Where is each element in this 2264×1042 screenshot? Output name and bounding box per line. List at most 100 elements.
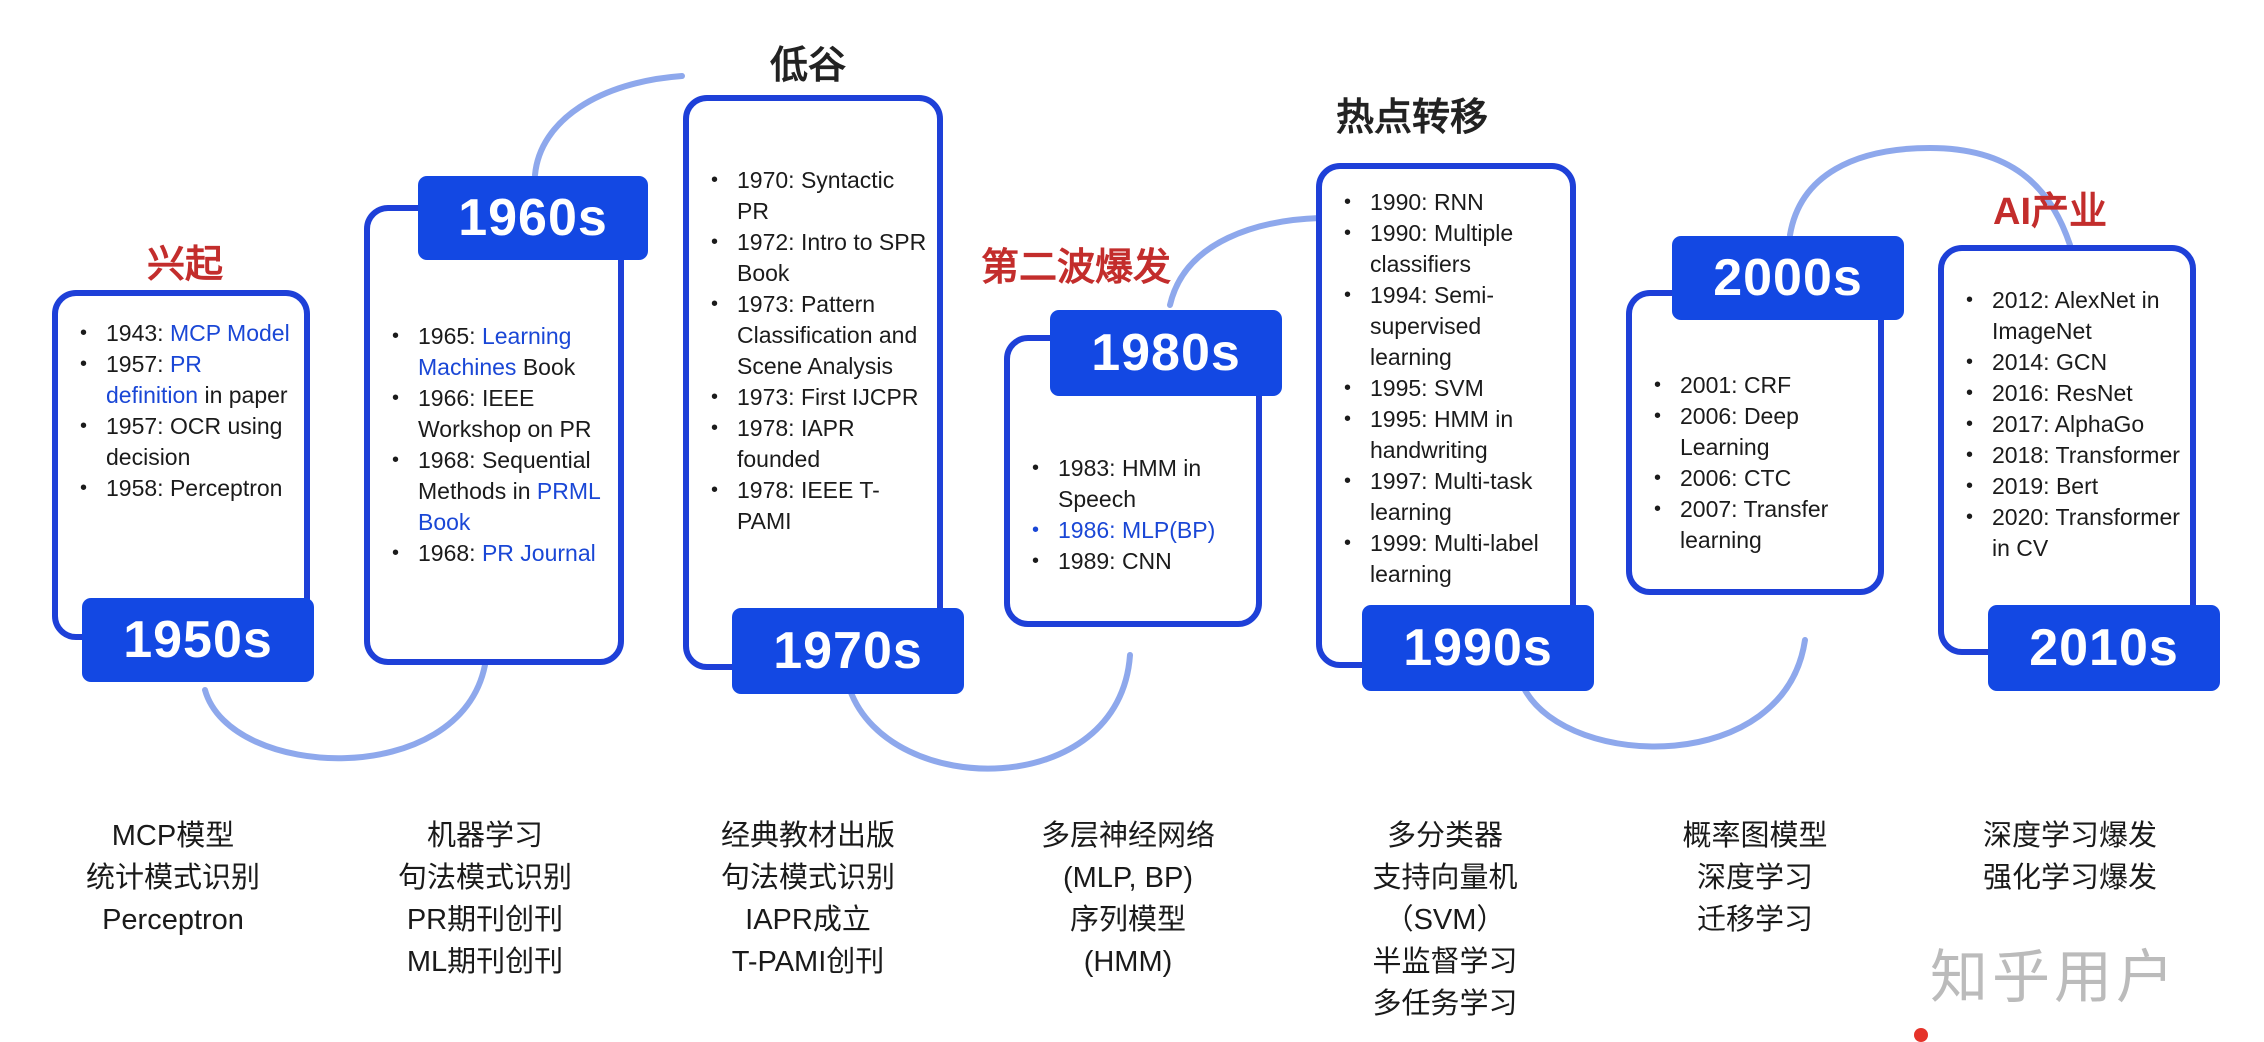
event-item: 1970: Syntactic PR bbox=[703, 165, 929, 227]
summary-line: T-PAMI创刊 bbox=[731, 946, 885, 978]
stage-label-1950s: 兴起 bbox=[147, 244, 224, 286]
summary-line: 机器学习 bbox=[426, 820, 543, 852]
summary-line: 支持向量机 bbox=[1372, 862, 1518, 894]
summary-line: 强化学习爆发 bbox=[1982, 862, 2157, 894]
event-item: 1990: Multiple classifiers bbox=[1336, 218, 1562, 280]
event-item: 2014: GCN bbox=[1958, 347, 2188, 378]
decade-badge-1990s: 1990s bbox=[1362, 605, 1594, 691]
event-item: 1966: IEEE Workshop on PR bbox=[384, 383, 610, 445]
summary-line: （SVM） bbox=[1384, 904, 1506, 936]
event-item: 1994: Semi-supervised learning bbox=[1336, 280, 1562, 373]
summary-line: PR期刊创刊 bbox=[406, 904, 564, 936]
summary-line: 概率图模型 bbox=[1682, 820, 1828, 852]
event-item: 2016: ResNet bbox=[1958, 378, 2188, 409]
event-list-1980s: 1983: HMM in Speech 1986: MLP(BP) 1989: … bbox=[1024, 453, 1248, 577]
event-item: 1972: Intro to SPR Book bbox=[703, 227, 929, 289]
summary-2000s: 概率图模型 深度学习 迁移学习 bbox=[1615, 815, 1895, 941]
event-item: 1990: RNN bbox=[1336, 187, 1562, 218]
summary-1950s: MCP模型 统计模式识别 Perceptron bbox=[33, 815, 313, 941]
era-card-1980s: 1983: HMM in Speech 1986: MLP(BP) 1989: … bbox=[1004, 335, 1262, 627]
event-item: 2017: AlphaGo bbox=[1958, 409, 2188, 440]
summary-line: 迁移学习 bbox=[1696, 904, 1813, 936]
event-item: 2006: Deep Learning bbox=[1646, 401, 1870, 463]
summary-line: 经典教材出版 bbox=[720, 820, 895, 852]
summary-1970s: 经典教材出版 句法模式识别 IAPR成立 T-PAMI创刊 bbox=[668, 815, 948, 983]
summary-line: 深度学习 bbox=[1696, 862, 1813, 894]
decade-badge-2000s: 2000s bbox=[1672, 236, 1904, 320]
event-item: 2012: AlexNet in ImageNet bbox=[1958, 285, 2188, 347]
decade-badge-1960s: 1960s bbox=[418, 176, 648, 260]
decade-badge-1980s: 1980s bbox=[1050, 310, 1282, 396]
event-item: 1973: Pattern Classification and Scene A… bbox=[703, 289, 929, 382]
event-list-2000s: 2001: CRF 2006: Deep Learning 2006: CTC … bbox=[1646, 370, 1870, 556]
stage-label-2010s: AI产业 bbox=[1993, 191, 2108, 233]
connector-1970s-1980s bbox=[847, 652, 1133, 772]
event-item: 2007: Transfer learning bbox=[1646, 494, 1870, 556]
event-item: 1986: MLP(BP) bbox=[1024, 515, 1248, 546]
era-card-2000s: 2001: CRF 2006: Deep Learning 2006: CTC … bbox=[1626, 290, 1884, 595]
decade-badge-2010s: 2010s bbox=[1988, 605, 2220, 691]
summary-line: MCP模型 bbox=[111, 820, 235, 852]
event-item: 2001: CRF bbox=[1646, 370, 1870, 401]
connector-1990s-2000s bbox=[1522, 637, 1808, 750]
summary-1960s: 机器学习 句法模式识别 PR期刊创刊 ML期刊创刊 bbox=[345, 815, 625, 983]
summary-1980s: 多层神经网络 (MLP, BP) 序列模型 (HMM) bbox=[988, 815, 1268, 983]
summary-line: Perceptron bbox=[102, 904, 244, 936]
summary-1990s: 多分类器 支持向量机 （SVM） 半监督学习 多任务学习 bbox=[1305, 815, 1585, 1025]
summary-line: 深度学习爆发 bbox=[1982, 820, 2157, 852]
summary-line: 多任务学习 bbox=[1372, 988, 1518, 1020]
stage-label-1990s: 热点转移 bbox=[1336, 97, 1489, 139]
event-item: 1965: Learning Machines Book bbox=[384, 321, 610, 383]
event-item: 1983: HMM in Speech bbox=[1024, 453, 1248, 515]
event-list-1970s: 1970: Syntactic PR 1972: Intro to SPR Bo… bbox=[703, 165, 929, 537]
event-item: 2018: Transformer bbox=[1958, 440, 2188, 471]
event-item: 1995: SVM bbox=[1336, 373, 1562, 404]
summary-line: 多分类器 bbox=[1386, 820, 1503, 852]
era-card-1950s: 1943: MCP Model 1957: PR definition in p… bbox=[52, 290, 310, 640]
era-card-1970s: 1970: Syntactic PR 1972: Intro to SPR Bo… bbox=[683, 95, 943, 670]
event-item: 1999: Multi-label learning bbox=[1336, 528, 1562, 590]
event-item: 1968: Sequential Methods in PRML Book bbox=[384, 445, 610, 538]
summary-line: ML期刊创刊 bbox=[406, 946, 564, 978]
connector-1980s-1990s bbox=[1167, 215, 1323, 308]
decade-badge-1970s: 1970s bbox=[732, 608, 964, 694]
event-item: 1968: PR Journal bbox=[384, 538, 610, 569]
stage-label-1970s: 低谷 bbox=[770, 45, 847, 87]
summary-2010s: 深度学习爆发 强化学习爆发 bbox=[1930, 815, 2210, 899]
event-item: 1957: OCR using decision bbox=[72, 411, 294, 473]
watermark-text: 知乎用户 bbox=[1930, 945, 2179, 1010]
event-item: 1973: First IJCPR bbox=[703, 382, 929, 413]
event-list-1960s: 1965: Learning Machines Book 1966: IEEE … bbox=[384, 321, 610, 569]
event-list-1990s: 1990: RNN 1990: Multiple classifiers 199… bbox=[1336, 187, 1562, 590]
summary-line: 统计模式识别 bbox=[85, 862, 260, 894]
event-item: 1995: HMM in handwriting bbox=[1336, 404, 1562, 466]
watermark-dot-icon bbox=[1914, 1028, 1928, 1042]
era-card-1990s: 1990: RNN 1990: Multiple classifiers 199… bbox=[1316, 163, 1576, 668]
summary-line: (HMM) bbox=[1083, 946, 1173, 978]
connector-1950s-1960s bbox=[202, 662, 488, 762]
connector-1960s-1970s bbox=[532, 73, 685, 178]
decade-badge-1950s: 1950s bbox=[82, 598, 314, 682]
event-item: 1943: MCP Model bbox=[72, 318, 294, 349]
summary-line: (MLP, BP) bbox=[1062, 862, 1193, 894]
event-item: 1958: Perceptron bbox=[72, 473, 294, 504]
event-item: 2019: Bert bbox=[1958, 471, 2188, 502]
summary-line: IAPR成立 bbox=[745, 904, 871, 936]
stage-label-1980s: 第二波爆发 bbox=[981, 247, 1172, 289]
summary-line: 句法模式识别 bbox=[720, 862, 895, 894]
summary-line: 半监督学习 bbox=[1372, 946, 1518, 978]
event-list-2010s: 2012: AlexNet in ImageNet 2014: GCN 2016… bbox=[1958, 285, 2188, 564]
summary-line: 多层神经网络 bbox=[1040, 820, 1215, 852]
event-item: 2020: Transformer in CV bbox=[1958, 502, 2188, 564]
summary-line: 句法模式识别 bbox=[397, 862, 572, 894]
event-item: 2006: CTC bbox=[1646, 463, 1870, 494]
event-list-1950s: 1943: MCP Model 1957: PR definition in p… bbox=[72, 318, 294, 504]
event-item: 1997: Multi-task learning bbox=[1336, 466, 1562, 528]
era-card-2010s: 2012: AlexNet in ImageNet 2014: GCN 2016… bbox=[1938, 245, 2196, 655]
era-card-1960s: 1965: Learning Machines Book 1966: IEEE … bbox=[364, 205, 624, 665]
summary-line: 序列模型 bbox=[1069, 904, 1186, 936]
event-item: 1978: IEEE T-PAMI bbox=[703, 475, 929, 537]
event-item: 1957: PR definition in paper bbox=[72, 349, 294, 411]
event-item: 1978: IAPR founded bbox=[703, 413, 929, 475]
